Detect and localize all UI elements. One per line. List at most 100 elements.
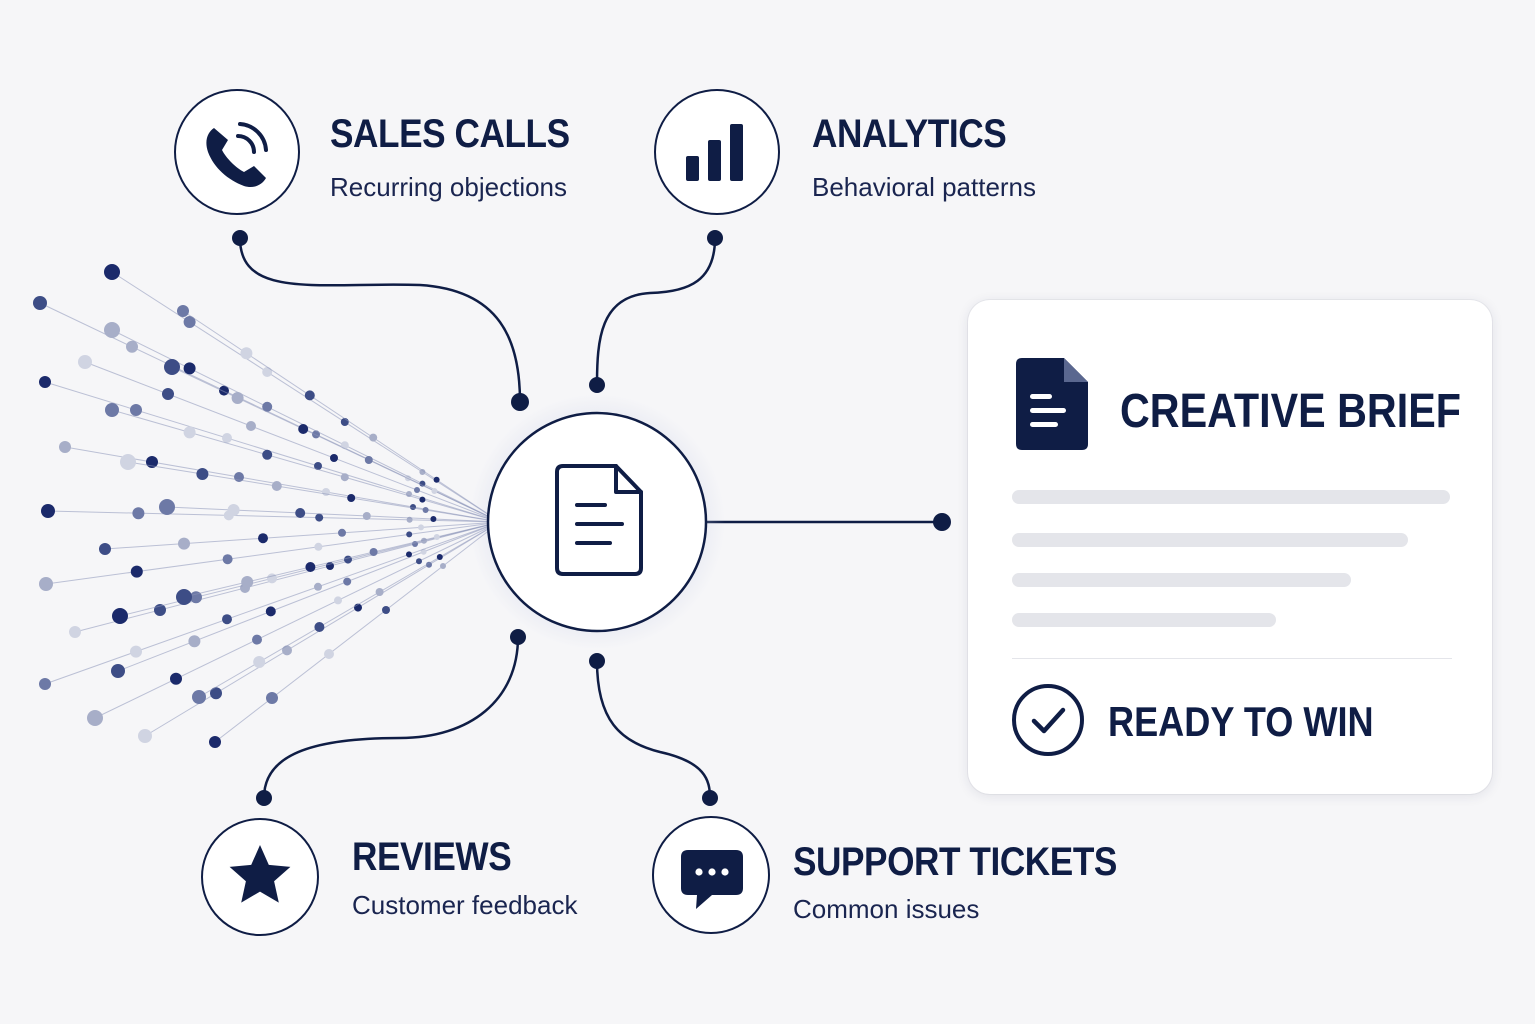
particle-dot bbox=[362, 512, 371, 520]
particle-dot bbox=[265, 606, 276, 617]
particle-dot bbox=[69, 626, 81, 638]
particle-dot bbox=[314, 542, 323, 551]
particle-trail bbox=[183, 521, 501, 598]
bar-chart-icon bbox=[686, 124, 743, 181]
placeholder-line bbox=[1012, 533, 1408, 547]
particle-trail bbox=[44, 381, 501, 523]
particle-dot bbox=[420, 548, 427, 555]
particle-dot bbox=[418, 524, 424, 531]
card-divider bbox=[1012, 658, 1452, 659]
particle-dot bbox=[330, 454, 338, 462]
particle-dot bbox=[406, 531, 413, 538]
sales-calls-subtitle: Recurring objections bbox=[330, 172, 568, 202]
particle-dot bbox=[126, 340, 138, 353]
particle-trail bbox=[94, 521, 501, 719]
particle-dot bbox=[231, 392, 244, 404]
connector-support-tickets bbox=[595, 660, 712, 799]
phone-icon bbox=[206, 122, 268, 188]
particle-dot bbox=[192, 690, 206, 704]
sales-calls-title: SALES CALLS bbox=[330, 112, 570, 156]
analytics-subtitle: Behavioral patterns bbox=[812, 172, 1037, 202]
particle-dot bbox=[340, 473, 349, 482]
particle-dot bbox=[240, 347, 253, 360]
source-node-support-tickets bbox=[652, 816, 770, 934]
particle-trail bbox=[111, 409, 501, 523]
particle-dot bbox=[253, 656, 266, 668]
particle-trail bbox=[214, 521, 501, 743]
check-circle-icon bbox=[1012, 684, 1084, 756]
reviews-subtitle: Customer feedback bbox=[352, 890, 578, 920]
particle-dot bbox=[298, 424, 309, 434]
document-icon bbox=[555, 464, 643, 576]
particle-trail bbox=[74, 521, 501, 633]
particle-dot bbox=[369, 433, 378, 442]
particle-dot bbox=[343, 577, 352, 586]
particle-dot bbox=[178, 537, 190, 550]
particle-dot bbox=[112, 608, 128, 624]
particle-dot bbox=[132, 507, 145, 520]
particle-dot bbox=[304, 390, 315, 401]
particle-dot bbox=[164, 359, 180, 375]
particle-dot bbox=[314, 462, 322, 470]
particle-trail bbox=[104, 521, 501, 550]
placeholder-line bbox=[1012, 490, 1450, 504]
source-node-sales-calls bbox=[174, 89, 300, 215]
particle-dot bbox=[170, 672, 182, 685]
particle-dot bbox=[262, 367, 273, 377]
particle-dot bbox=[246, 421, 256, 431]
particle-trail bbox=[47, 510, 501, 523]
particle-dot bbox=[431, 488, 438, 494]
particle-trail bbox=[171, 366, 501, 523]
particle-dot bbox=[406, 551, 412, 558]
particle-dot bbox=[414, 487, 420, 493]
creative-brief-card: CREATIVE BRIEF READY TO WIN bbox=[968, 300, 1492, 794]
particle-trail bbox=[198, 521, 501, 698]
particle-dot bbox=[375, 588, 384, 596]
support-tickets-title: SUPPORT TICKETS bbox=[793, 840, 1117, 884]
particle-dot bbox=[222, 433, 232, 443]
particle-dot bbox=[340, 441, 349, 450]
particle-dot bbox=[347, 494, 356, 502]
connector-reviews bbox=[262, 636, 520, 799]
particle-dot bbox=[99, 543, 111, 555]
particle-dot bbox=[419, 496, 426, 503]
particle-dot bbox=[111, 664, 125, 678]
particle-dot bbox=[130, 645, 142, 658]
particle-dot bbox=[430, 516, 437, 522]
particle-dot bbox=[262, 449, 273, 460]
particle-dot bbox=[159, 499, 175, 515]
source-node-reviews bbox=[201, 818, 319, 936]
particle-dot bbox=[266, 692, 278, 704]
connector-analytics bbox=[595, 237, 717, 386]
particle-dot bbox=[252, 634, 262, 645]
star-icon bbox=[229, 845, 291, 903]
particle-trail bbox=[84, 361, 501, 523]
data-particle-stream bbox=[33, 264, 501, 748]
particle-dot bbox=[422, 507, 429, 513]
particle-dot bbox=[382, 606, 390, 614]
connector-dots bbox=[232, 230, 951, 806]
particle-dot bbox=[138, 729, 152, 743]
connector-sales-calls bbox=[238, 237, 522, 403]
particle-dot bbox=[87, 710, 103, 726]
particle-dot bbox=[314, 622, 325, 632]
particle-dot bbox=[419, 469, 426, 475]
particle-trail bbox=[166, 506, 501, 523]
particle-dot bbox=[104, 264, 120, 280]
particle-dot bbox=[433, 476, 440, 483]
particle-dot bbox=[426, 561, 432, 568]
placeholder-line bbox=[1012, 613, 1276, 627]
particle-dot bbox=[410, 504, 416, 510]
particle-dot bbox=[188, 635, 201, 648]
particle-trail bbox=[44, 521, 501, 685]
particle-trail bbox=[182, 310, 501, 523]
particle-dot bbox=[33, 296, 47, 310]
particle-dot bbox=[209, 736, 221, 748]
particle-dot bbox=[305, 562, 316, 572]
particle-dot bbox=[210, 687, 222, 700]
particle-dot bbox=[183, 426, 196, 439]
particle-dot bbox=[369, 548, 378, 556]
particle-dot bbox=[183, 316, 196, 328]
particle-dot bbox=[222, 554, 233, 565]
